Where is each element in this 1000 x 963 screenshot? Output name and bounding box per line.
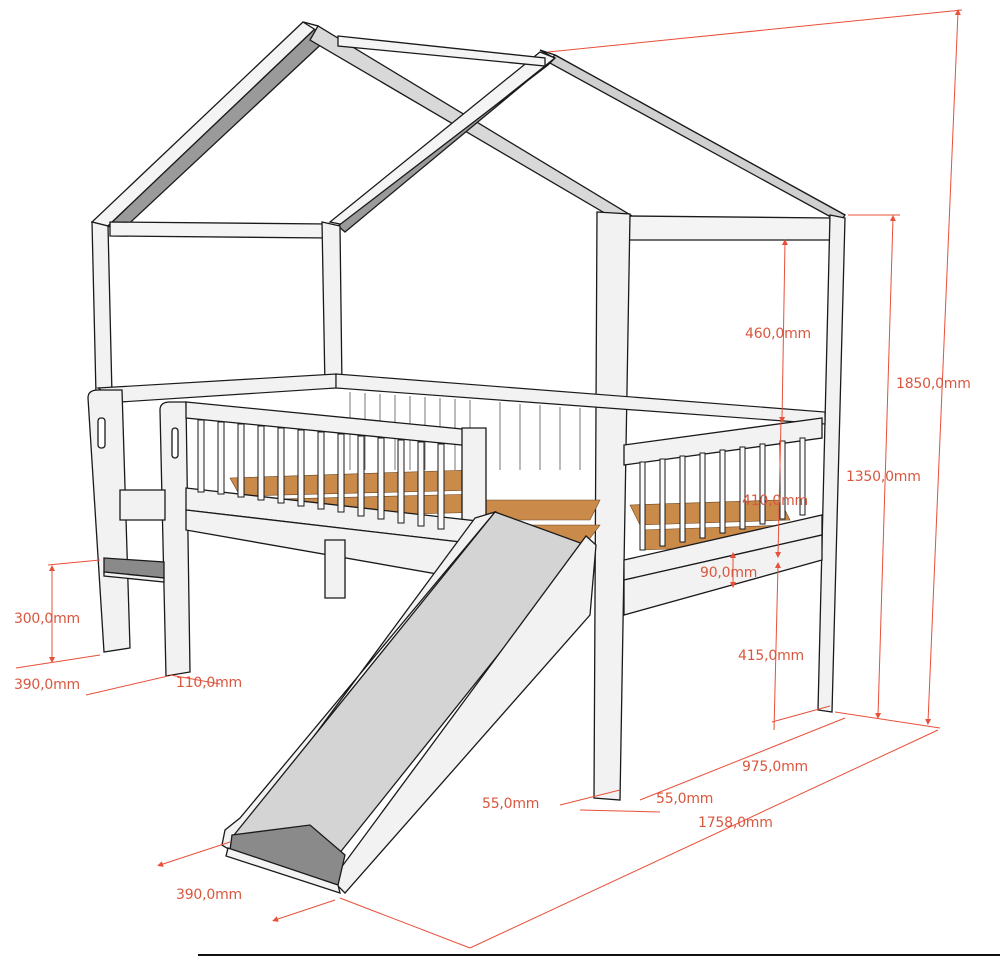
post-depth-label: 55,0mm xyxy=(482,796,540,812)
dimension-lines xyxy=(15,9,963,949)
post-height-label: 1350,0mm xyxy=(846,469,921,485)
bed-posts xyxy=(91,211,846,801)
total-height-label: 1850,0mm xyxy=(896,376,971,392)
ladder-width-label: 390,0mm xyxy=(14,677,80,693)
side-balusters xyxy=(639,437,806,551)
roof-gap-label: 460,0mm xyxy=(745,326,811,342)
ladder-depth-label: 110,0mm xyxy=(176,675,242,691)
floor-clearance-label: 415,0mm xyxy=(738,648,804,664)
roof-frame xyxy=(90,21,846,241)
bed-length-label: 1758,0mm xyxy=(698,815,773,831)
rail-height-label: 410,0mm xyxy=(742,493,808,509)
post-width-label: 55,0mm xyxy=(656,791,714,807)
slide xyxy=(221,510,597,894)
ladder-step-height-label: 300,0mm xyxy=(14,611,80,627)
back-rail xyxy=(96,373,826,425)
ladder xyxy=(87,389,346,653)
bottom-divider xyxy=(198,954,1000,956)
side-guard-rail xyxy=(623,417,823,616)
front-balusters xyxy=(197,419,445,530)
bed-width-label: 975,0mm xyxy=(742,759,808,775)
slide-width-label: 390,0mm xyxy=(176,887,242,903)
side-board-label: 90,0mm xyxy=(700,565,758,581)
